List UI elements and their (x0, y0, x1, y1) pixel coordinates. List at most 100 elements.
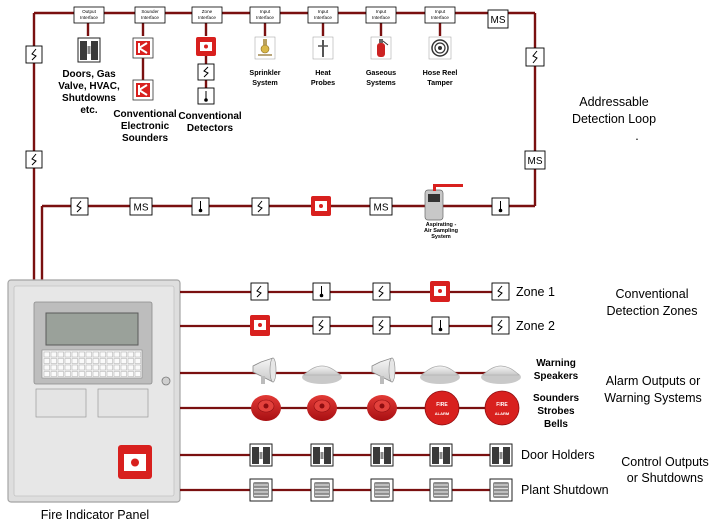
device-label-line: Doors, Gas (62, 69, 116, 80)
manual-call-point-icon (196, 37, 216, 56)
sounders-label-line: Sounders (533, 393, 580, 404)
bell-fire-text: FIRE (436, 402, 448, 408)
device-label-line: Hose Reel (423, 68, 458, 77)
fire-indicator-panel (7, 279, 181, 503)
aspirating-label: Aspirating - Air Sampling System (424, 222, 458, 240)
alarm-outputs-label: Alarm Outputs or Warning Systems (604, 374, 701, 405)
keypad-key (120, 358, 127, 364)
monitor-module-icon (25, 150, 43, 169)
keypad-key (64, 364, 71, 371)
device-label-line: Detectors (187, 123, 234, 134)
panel-display (33, 301, 153, 385)
alarm-label-line: Alarm Outputs or (606, 374, 700, 388)
interface-tag-2: Interface (256, 15, 274, 20)
device-label-line: Systems (366, 78, 396, 87)
manual-call-point-icon (250, 315, 270, 336)
keypad-key (64, 371, 71, 377)
ms-label: MS (528, 156, 543, 167)
monitor-module-icon (312, 316, 331, 335)
monitor-module-icon (197, 63, 215, 81)
keypad-key (106, 371, 113, 377)
sounder-icon (251, 395, 281, 421)
sounders-label-line: Bells (544, 419, 568, 430)
warning-speakers-label: Warning Speakers (534, 358, 579, 382)
device-label-line: Probes (311, 78, 335, 87)
keypad-key (50, 364, 57, 371)
keypad-key (78, 364, 85, 371)
interface-device-label: Gaseous Systems (366, 68, 396, 87)
device-label-line: Valve, HVAC, (58, 81, 120, 92)
device-label-line: Heat (315, 68, 331, 77)
keypad-key (64, 358, 71, 364)
interface-tag-1: Input (260, 9, 271, 14)
device-label-line: Sprinkler (249, 68, 280, 77)
keypad-key (92, 364, 99, 371)
keypad-key (85, 351, 92, 358)
interface-box-sounder: Sounder Interface (134, 6, 166, 24)
keypad-key (120, 364, 127, 371)
horn-speaker-icon (252, 357, 277, 384)
panel-keypad (43, 351, 141, 377)
sounder-icon (367, 395, 397, 421)
monitor-module-icon (372, 282, 391, 301)
control-label-line: Control Outputs (621, 455, 709, 469)
loop-wiring (32, 11, 537, 282)
device-label-line: Gaseous (366, 68, 396, 77)
keypad-key (50, 351, 57, 358)
plant-shutdown-icon (370, 478, 394, 502)
device-label-line: Tamper (427, 78, 453, 87)
bell-icon: FIRE ALARM (424, 390, 460, 426)
keypad-key (127, 351, 134, 358)
keypad-key (127, 358, 134, 364)
plant-shutdown-icon (489, 478, 513, 502)
ms-module: MS (487, 9, 509, 29)
control-label-line: or Shutdowns (627, 471, 703, 485)
plant-shutdown-row (249, 478, 513, 502)
panel-lock-icon (161, 376, 171, 386)
keypad-key (64, 351, 71, 358)
door-holder-icon (77, 37, 101, 63)
interface-device-label: Heat Probes (311, 68, 335, 87)
keypad-key (120, 351, 127, 358)
keypad-key (71, 371, 78, 377)
door-holder-icon (489, 443, 513, 467)
keypad-key (85, 358, 92, 364)
zone-1-label: Zone 1 (516, 285, 555, 299)
device-label-line: Conventional (178, 111, 242, 122)
plant-shutdown-label: Plant Shutdown (521, 483, 609, 497)
interface-box-zone: Zone Interface (191, 6, 223, 24)
horn-speaker-icon (371, 357, 396, 384)
interface-device-label: Hose Reel Tamper (423, 68, 458, 87)
monitor-module-icon (70, 197, 89, 216)
warning-speakers-line: Speakers (534, 371, 579, 382)
interface-device-label: Conventional Detectors (178, 111, 242, 134)
manual-call-point-icon (311, 196, 331, 216)
interface-tag-2: Interface (80, 15, 98, 20)
keypad-key (57, 371, 64, 377)
keypad-key (71, 364, 78, 371)
device-label-line: Electronic (121, 121, 170, 132)
interface-tag-1: Input (318, 9, 329, 14)
electronic-sounder-icon (132, 79, 154, 101)
keypad-key (71, 351, 78, 358)
heat-probe-icon (312, 36, 334, 60)
keypad-key (113, 358, 120, 364)
keypad-key (50, 371, 57, 377)
keypad-key (85, 371, 92, 377)
keypad-key (134, 351, 141, 358)
keypad-key (106, 358, 113, 364)
keypad-key (106, 351, 113, 358)
keypad-key (113, 371, 120, 377)
monitor-module-icon (491, 316, 510, 335)
device-label-line: Sounders (122, 133, 169, 144)
ms-module: MS (129, 197, 153, 216)
heat-detector-icon (197, 87, 215, 105)
interface-boxes: Output Interface Sounder Interface Zone … (73, 6, 456, 24)
interface-box-gaseous-input: Input Interface (365, 6, 397, 24)
interface-tag-1: Sounder (141, 9, 159, 14)
sounder-icon (307, 395, 337, 421)
interface-box-heat-input: Input Interface (307, 6, 339, 24)
monitor-module-icon (250, 282, 269, 301)
warning-speakers-line: Warning (536, 358, 576, 369)
keypad-key (78, 351, 85, 358)
